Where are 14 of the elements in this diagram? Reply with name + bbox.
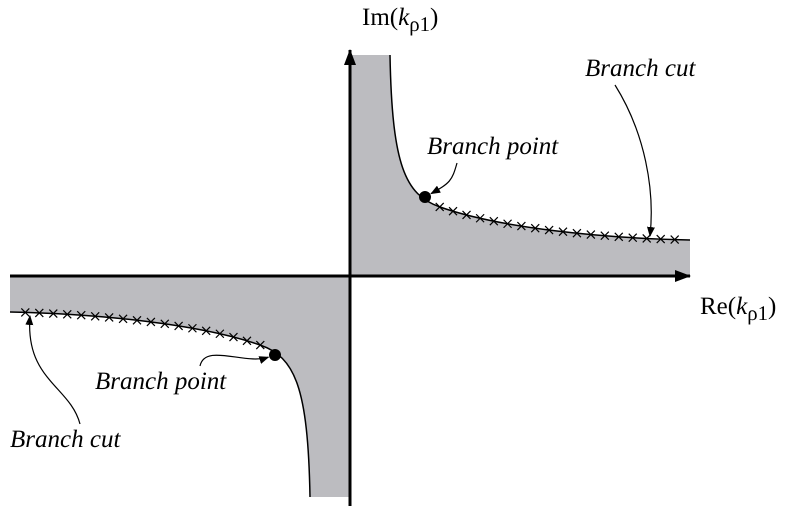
branch-point-dot (419, 191, 431, 203)
leader-line (26, 315, 81, 424)
axis-label: Re(k$_{ρ1}$) (700, 293, 776, 327)
annotation-label: Branch cut (585, 55, 696, 83)
leader-line (199, 354, 270, 366)
branch-point-dot (269, 349, 281, 361)
annotation-label: Branch point (427, 133, 558, 161)
axis-label: Im(k$_{ρ1}$) (362, 4, 438, 38)
branch-cut-marks (435, 202, 680, 244)
annotation-label: Branch cut (10, 426, 120, 454)
branch-cut-marks (20, 308, 265, 350)
annotation-label: Branch point (95, 368, 226, 396)
leader-line (614, 84, 655, 237)
leader-line (430, 162, 458, 194)
